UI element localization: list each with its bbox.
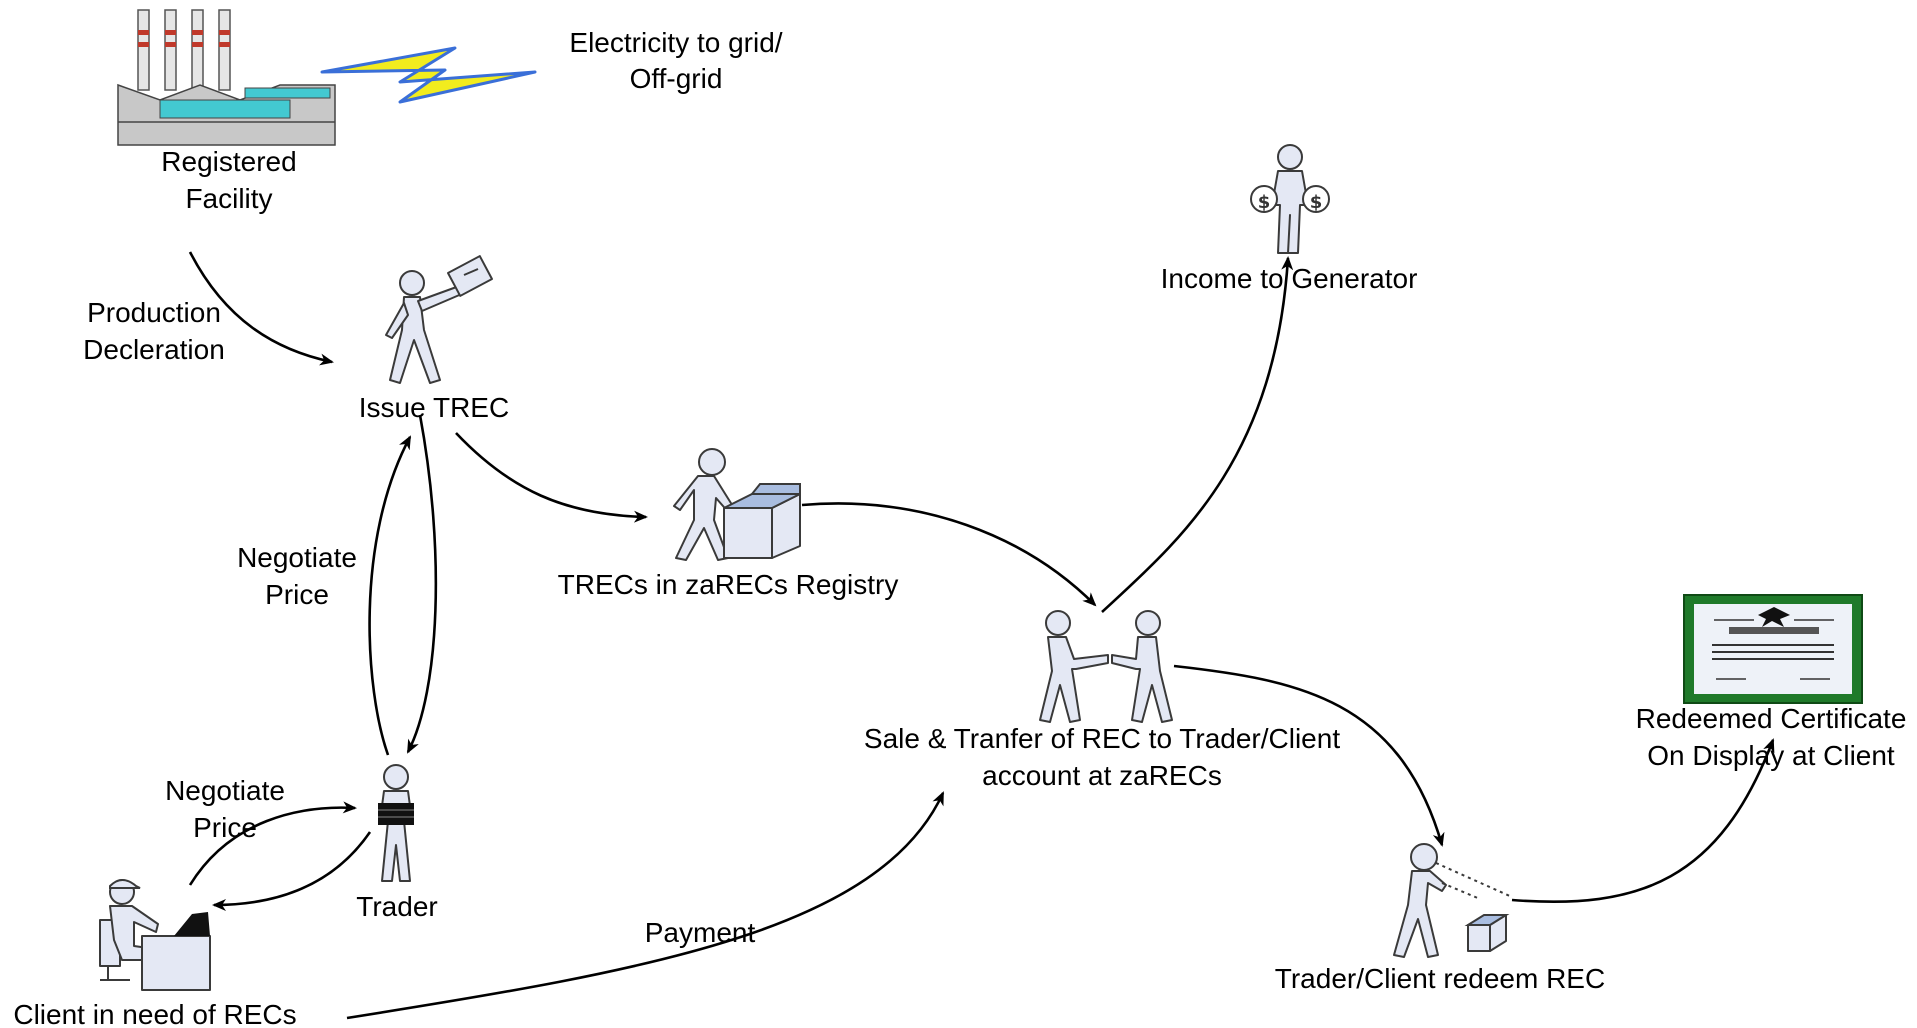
edge-sale-to-income [1101, 256, 1294, 613]
edge-sale-to-redeem [1173, 664, 1445, 847]
person-money-icon: $ $ [1250, 144, 1330, 254]
node-label-trecs-registry-line-1: TRECs in zaRECs Registry [558, 569, 899, 600]
node-label-sale-transfer: Sale & Tranfer of REC to Trader/Client ac… [864, 723, 1340, 791]
edge-trader-to-client [212, 831, 372, 911]
node-label-electricity-line-1: Electricity to grid/ [569, 27, 782, 58]
node-label-trecs-registry: TRECs in zaRECs Registry [558, 569, 899, 600]
node-label-issue-trec-line-1: Issue TREC [359, 392, 509, 423]
node-label-electricity: Electricity to grid/Off-grid [569, 27, 782, 94]
edge-registry-to-sale [801, 502, 1097, 607]
edge-redeem-to-certificate [1511, 738, 1775, 904]
edge-label-production-line-1: Production [87, 297, 221, 328]
lightning-icon [320, 46, 537, 104]
node-label-sale-transfer-line-2: account at zaRECs [982, 760, 1222, 791]
node-label-redeemed-certificate-line-2: On Display at Client [1647, 740, 1895, 771]
certificate-icon [1683, 594, 1863, 704]
trader-icon [378, 764, 414, 882]
svg-text:$: $ [1310, 192, 1323, 213]
edge-trader-to-issue [368, 435, 412, 756]
edge-client-to-sale [346, 791, 945, 1020]
svg-text:$: $ [1258, 192, 1271, 213]
node-label-client-line-1: Client in need of RECs [13, 999, 296, 1028]
edge-label-production-line-2: Decleration [83, 334, 225, 365]
factory-icon [117, 9, 336, 146]
edge-issue-to-registry [455, 432, 648, 523]
person-redeem-icon [1393, 843, 1513, 958]
node-label-income-generator-line-1: Income to Generator [1161, 263, 1418, 294]
client-desk-icon [99, 879, 211, 991]
node-label-income-generator: Income to Generator [1161, 263, 1418, 294]
handshake-icon [1039, 610, 1173, 723]
node-label-client: Client in need of RECs [13, 999, 296, 1028]
node-label-sale-transfer-line-1: Sale & Tranfer of REC to Trader/Client [864, 723, 1340, 754]
edge-label-payment: Payment [645, 917, 756, 948]
person-certificate-icon [385, 255, 493, 384]
edge-label-negotiate-lower-line-2: Price [193, 812, 257, 843]
edge-label-payment-line-1: Payment [645, 917, 756, 948]
node-label-redeemed-certificate-line-1: Redeemed Certificate [1636, 703, 1907, 734]
edge-label-negotiate-lower-line-1: Negotiate [165, 775, 285, 806]
edge-production-to-issue [188, 251, 334, 366]
person-box-icon [673, 448, 801, 561]
node-label-redeemed-certificate: Redeemed Certificate On Display at Client [1636, 703, 1907, 771]
node-label-electricity-line-2: Off-grid [630, 63, 723, 94]
edge-label-negotiate-upper-line-1: Negotiate [237, 542, 357, 573]
node-label-trader: Trader [356, 891, 437, 922]
edge-client-to-trader [188, 801, 357, 886]
node-label-redeem: Trader/Client redeem REC [1275, 963, 1605, 994]
node-label-issue-trec: Issue TREC [359, 392, 509, 423]
edge-issue-to-trader [406, 414, 438, 754]
edge-label-negotiate-upper-line-2: Price [265, 579, 329, 610]
node-label-registered-facility-line-1: Registered [161, 146, 296, 177]
node-label-registered-facility-line-2: Facility [185, 183, 272, 214]
node-label-trader-line-1: Trader [356, 891, 437, 922]
node-label-redeem-line-1: Trader/Client redeem REC [1275, 963, 1605, 994]
